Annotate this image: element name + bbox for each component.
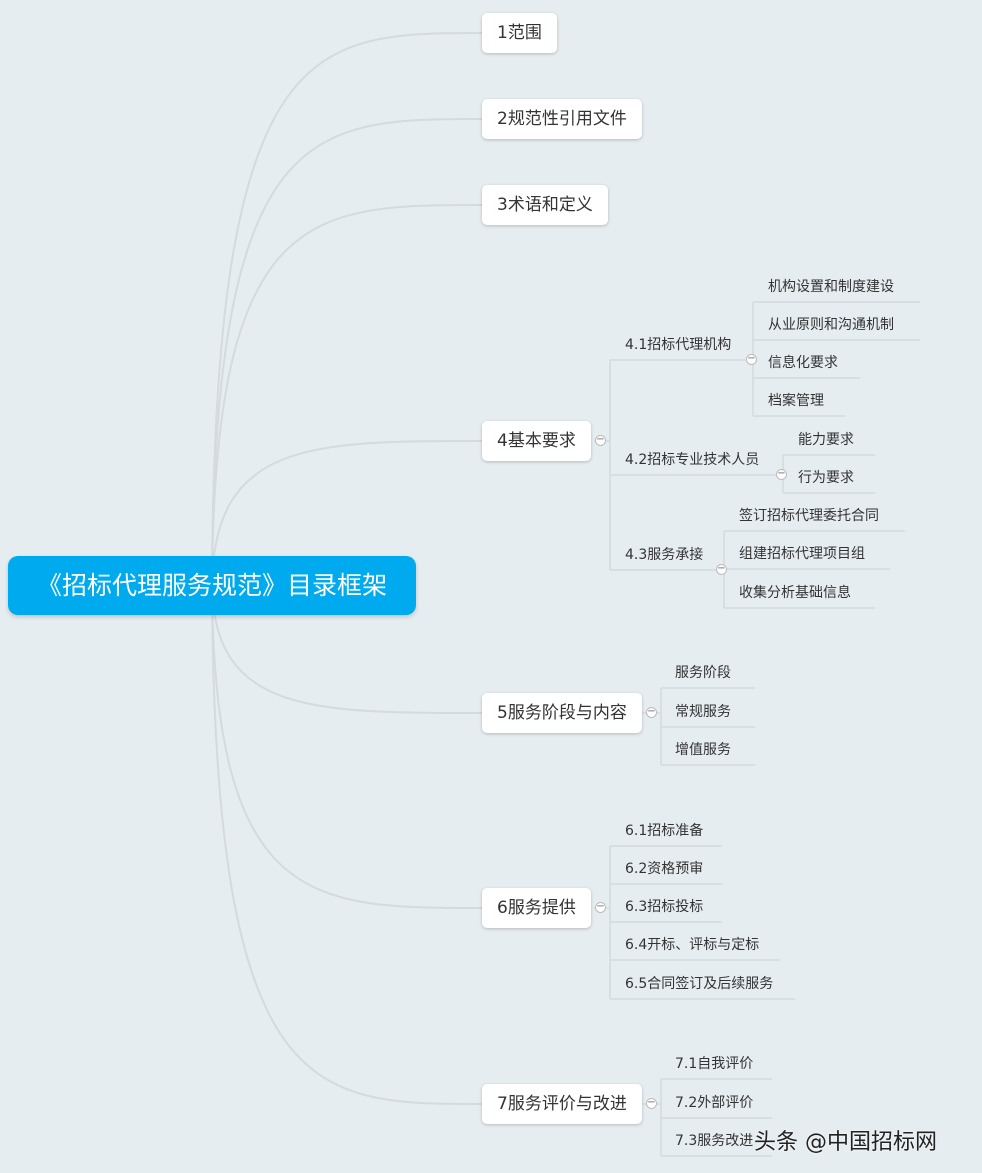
leaf-4-1-1[interactable]: 机构设置和制度建设 bbox=[768, 279, 894, 295]
leaf-5-3[interactable]: 增值服务 bbox=[675, 742, 731, 758]
branch-5[interactable]: 5服务阶段与内容 bbox=[482, 693, 642, 733]
leaf-6-4[interactable]: 6.4开标、评标与定标 bbox=[625, 937, 760, 953]
leaf-7-2[interactable]: 7.2外部评价 bbox=[675, 1095, 754, 1111]
collapse-toggle-branch-7[interactable]: − bbox=[646, 1097, 657, 1109]
branch-1[interactable]: 1范围 bbox=[482, 13, 557, 53]
collapse-toggle-4-3[interactable]: − bbox=[716, 563, 727, 575]
leaf-4-1-3[interactable]: 信息化要求 bbox=[768, 355, 838, 371]
leaf-4-3-2[interactable]: 组建招标代理项目组 bbox=[739, 546, 865, 562]
collapse-toggle-4-2[interactable]: − bbox=[776, 468, 787, 480]
leaf-5-1[interactable]: 服务阶段 bbox=[675, 665, 731, 681]
leaf-4-1-4[interactable]: 档案管理 bbox=[768, 393, 824, 409]
leaf-6-3[interactable]: 6.3招标投标 bbox=[625, 899, 704, 915]
leaf-4-2-2[interactable]: 行为要求 bbox=[798, 470, 854, 486]
branch-7[interactable]: 7服务评价与改进 bbox=[482, 1084, 642, 1124]
leaf-5-2[interactable]: 常规服务 bbox=[675, 704, 731, 720]
leaf-4-3-3[interactable]: 收集分析基础信息 bbox=[739, 585, 851, 601]
branch-3[interactable]: 3术语和定义 bbox=[482, 185, 608, 225]
collapse-toggle-branch-6[interactable]: − bbox=[595, 901, 606, 913]
subtopic-4-2[interactable]: 4.2招标专业技术人员 bbox=[625, 452, 760, 468]
subtopic-4-1[interactable]: 4.1招标代理机构 bbox=[625, 337, 732, 353]
leaf-6-5[interactable]: 6.5合同签订及后续服务 bbox=[625, 976, 774, 992]
leaf-7-1[interactable]: 7.1自我评价 bbox=[675, 1056, 754, 1072]
branch-4[interactable]: 4基本要求 bbox=[482, 421, 591, 461]
branch-6[interactable]: 6服务提供 bbox=[482, 888, 591, 928]
leaf-6-1[interactable]: 6.1招标准备 bbox=[625, 823, 704, 839]
subtopic-4-3[interactable]: 4.3服务承接 bbox=[625, 547, 704, 563]
collapse-toggle-branch-5[interactable]: − bbox=[646, 706, 657, 718]
leaf-4-2-1[interactable]: 能力要求 bbox=[798, 432, 854, 448]
watermark: 头条 @中国招标网 bbox=[754, 1130, 937, 1155]
collapse-toggle-4-1[interactable]: − bbox=[746, 353, 757, 365]
leaf-7-3[interactable]: 7.3服务改进 bbox=[675, 1133, 754, 1149]
leaf-4-3-1[interactable]: 签订招标代理委托合同 bbox=[739, 508, 879, 524]
leaf-6-2[interactable]: 6.2资格预审 bbox=[625, 861, 704, 877]
central-topic[interactable]: 《招标代理服务规范》目录框架 bbox=[8, 556, 416, 615]
branch-2[interactable]: 2规范性引用文件 bbox=[482, 99, 642, 139]
leaf-4-1-2[interactable]: 从业原则和沟通机制 bbox=[768, 317, 894, 333]
collapse-toggle-branch-4[interactable]: − bbox=[595, 434, 606, 446]
